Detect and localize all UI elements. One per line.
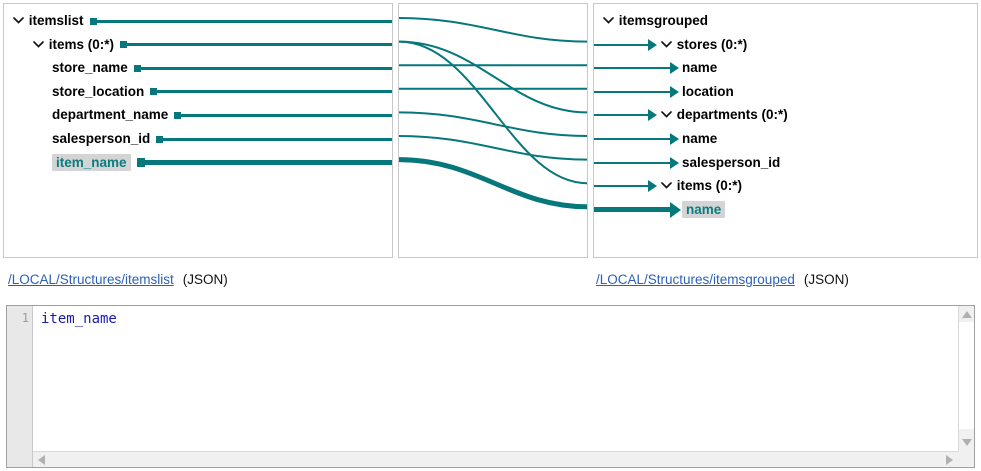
connector-arrow-icon[interactable] (648, 180, 657, 193)
target-node-name[interactable]: name (682, 128, 717, 150)
connector-line[interactable] (594, 161, 670, 164)
chevron-down-icon[interactable] (660, 110, 673, 119)
target-node-itemsgrouped[interactable]: itemsgrouped (602, 10, 708, 32)
source-node-label: salesperson_id (52, 131, 151, 146)
target-node-label: departments (0:*) (676, 107, 788, 123)
connector-arrow-icon[interactable] (670, 62, 679, 75)
source-node-store-name[interactable]: store_name (52, 57, 128, 79)
expression-editor[interactable]: 1 item_name (6, 305, 975, 468)
connector-line[interactable] (97, 19, 392, 23)
editor-gutter: 1 (7, 306, 33, 467)
target-node-stores-0[interactable]: stores (0:*) (660, 34, 747, 56)
connector-endpoint[interactable] (134, 64, 141, 72)
target-node-label: stores (0:*) (676, 36, 748, 52)
connector-line[interactable] (594, 67, 670, 70)
connector-endpoint[interactable] (120, 41, 127, 49)
target-node-departments-0[interactable]: departments (0:*) (660, 104, 788, 126)
chevron-down-icon[interactable] (660, 181, 673, 189)
scrollbar-corner (958, 451, 974, 467)
connector-line[interactable] (141, 66, 392, 70)
connector-endpoint[interactable] (150, 88, 157, 96)
target-node-location[interactable]: location (682, 81, 734, 103)
mapping-curve[interactable] (399, 111, 587, 137)
mapping-curve[interactable] (399, 40, 587, 114)
line-number: 1 (21, 311, 29, 325)
connector-endpoint[interactable] (156, 135, 163, 143)
target-node-label: location (682, 83, 734, 99)
source-node-label: itemslist (28, 13, 84, 28)
target-node-name[interactable]: name (682, 57, 717, 79)
connector-arrow-icon[interactable] (670, 85, 679, 98)
chevron-down-icon[interactable] (602, 16, 615, 24)
connector-line[interactable] (145, 160, 392, 166)
source-node-label: items (0:*) (48, 36, 115, 52)
source-tree[interactable]: itemslist items (0:*) store_name store_loc… (4, 4, 392, 257)
connector-endpoint[interactable] (174, 111, 181, 119)
scroll-right-arrow-icon[interactable] (946, 455, 953, 465)
scroll-left-arrow-icon[interactable] (38, 455, 45, 465)
target-node-label: items (0:*) (676, 178, 743, 194)
target-footer: /LOCAL/Structures/itemsgrouped (JSON) (596, 270, 849, 290)
target-node-label: name (682, 200, 726, 218)
target-structure-panel[interactable]: itemsgrouped stores (0:*) name location de… (593, 3, 978, 258)
target-node-label: salesperson_id (682, 154, 781, 170)
mapping-curves (399, 17, 587, 210)
scroll-down-arrow-icon[interactable] (962, 439, 972, 446)
connector-line[interactable] (594, 114, 648, 117)
connector-arrow-icon[interactable] (648, 38, 657, 51)
scroll-up-arrow-icon[interactable] (962, 311, 972, 318)
target-node-label: name (682, 131, 718, 146)
connector-line[interactable] (163, 137, 392, 141)
source-path-link[interactable]: /LOCAL/Structures/itemslist (8, 272, 174, 287)
target-node-name[interactable]: name (682, 199, 726, 221)
target-node-label: name (682, 60, 718, 76)
source-structure-panel[interactable]: itemslist items (0:*) store_name store_loc… (3, 3, 393, 258)
target-node-label: itemsgrouped (618, 13, 709, 28)
connector-line[interactable] (127, 43, 392, 47)
target-tree[interactable]: itemsgrouped stores (0:*) name location de… (594, 4, 977, 257)
mapping-curve[interactable] (399, 40, 587, 185)
connector-endpoint[interactable] (90, 17, 97, 25)
target-type-label: (JSON) (803, 272, 849, 287)
connector-endpoint[interactable] (137, 158, 145, 168)
target-node-items-0[interactable]: items (0:*) (660, 175, 742, 197)
connector-arrow-icon[interactable] (670, 156, 679, 169)
mapping-area: itemslist items (0:*) store_name store_loc… (3, 3, 978, 258)
source-type-label: (JSON) (182, 272, 228, 287)
target-node-salesperson-id[interactable]: salesperson_id (682, 152, 780, 174)
editor-vertical-scrollbar[interactable] (958, 306, 974, 451)
connector-line[interactable] (594, 43, 648, 46)
source-node-label: store_location (52, 83, 145, 99)
connector-arrow-icon[interactable] (670, 133, 679, 145)
connector-arrow-icon[interactable] (648, 109, 657, 122)
mapping-curve[interactable] (399, 135, 587, 161)
connector-line[interactable] (594, 185, 648, 188)
mapping-curve[interactable] (399, 17, 587, 43)
connector-line[interactable] (157, 90, 392, 94)
connector-line[interactable] (181, 113, 392, 117)
source-node-items-0[interactable]: items (0:*) (32, 34, 114, 56)
source-node-label: item_name (52, 153, 131, 171)
source-node-item-name[interactable]: item_name (52, 152, 131, 174)
source-node-itemslist[interactable]: itemslist (12, 10, 84, 32)
editor-code-line[interactable]: item_name (41, 311, 117, 327)
source-node-label: store_name (52, 60, 128, 76)
source-footer: /LOCAL/Structures/itemslist (JSON) (8, 270, 228, 290)
chevron-down-icon[interactable] (32, 40, 45, 48)
chevron-down-icon[interactable] (660, 40, 673, 48)
mapping-lines-panel[interactable] (398, 3, 588, 258)
connector-arrow-icon[interactable] (670, 201, 681, 218)
target-path-link[interactable]: /LOCAL/Structures/itemsgrouped (596, 272, 795, 287)
source-node-salesperson-id[interactable]: salesperson_id (52, 128, 150, 150)
chevron-down-icon[interactable] (12, 16, 25, 24)
source-node-store-location[interactable]: store_location (52, 81, 144, 103)
connector-line[interactable] (594, 138, 670, 140)
editor-horizontal-scrollbar[interactable] (33, 451, 958, 467)
vertical-scroll-thumb[interactable] (959, 322, 974, 429)
mapping-curve[interactable] (399, 157, 587, 210)
connector-line[interactable] (594, 90, 670, 93)
source-node-department-name[interactable]: department_name (52, 104, 168, 126)
connector-line[interactable] (594, 207, 670, 213)
source-node-label: department_name (52, 107, 169, 123)
